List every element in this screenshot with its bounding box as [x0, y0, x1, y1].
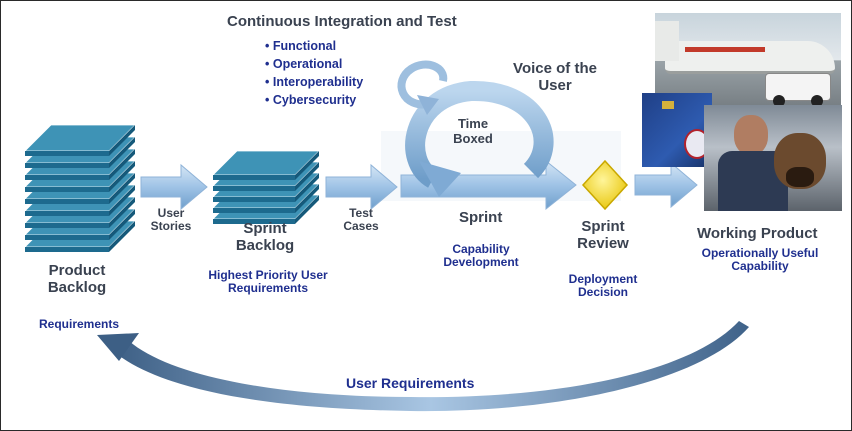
backlog-slab-edge [213, 219, 295, 224]
backlog-slab-side [109, 125, 135, 156]
ci-item: Operational [265, 55, 363, 73]
backlog-slab-edge [213, 197, 295, 202]
time-boxed-loop [405, 80, 554, 188]
security-officer-photo [642, 93, 712, 167]
backlog-slab-side [109, 137, 135, 168]
backlog-slab-side [109, 173, 135, 204]
voice-of-user-label: Voice of the User [513, 60, 597, 94]
dog-snout [786, 167, 814, 187]
sprint-arrow [400, 159, 577, 211]
backlog-slab-edge [213, 208, 295, 213]
backlog-slab-edge [25, 235, 109, 240]
shoulder-badge [662, 101, 674, 109]
sprint-backlog-stack [212, 150, 320, 224]
ci-loop [397, 60, 448, 109]
backlog-slab-side [295, 162, 319, 191]
dog-handler-photo [704, 105, 842, 211]
aircraft-tail [655, 21, 679, 61]
test-cases-label: Test Cases [343, 206, 379, 234]
backlog-slab-edge [25, 175, 109, 180]
backlog-slab-side [109, 221, 135, 252]
sprint-review-diamond [581, 159, 629, 211]
feedback-arrow-head [97, 333, 139, 361]
ci-list: Functional Operational Interoperability … [265, 37, 363, 109]
backlog-slab-edge [25, 247, 109, 252]
backlog-slab-edge [25, 163, 109, 168]
product-backlog-label: Product Backlog [47, 262, 107, 296]
working-product-label: Working Product [697, 225, 818, 242]
backlog-slab-edge [25, 187, 109, 192]
sprint-label: Sprint [459, 209, 503, 226]
review-to-product-arrow [634, 161, 698, 209]
ci-item: Interoperability [265, 73, 363, 91]
backlog-slab-side [295, 184, 319, 213]
ci-title: Continuous Integration and Test [227, 13, 457, 30]
requirements-label: Requirements [39, 317, 120, 331]
backlog-slab-edge [25, 199, 109, 204]
highest-priority-label: Highest Priority User Requirements [208, 268, 328, 296]
capability-development-label: Capability Development [443, 242, 519, 270]
backlog-slab-side [295, 151, 319, 180]
aircraft-stripe [685, 47, 765, 52]
user-stories-label: User Stories [150, 206, 192, 234]
handler-head [734, 115, 768, 155]
time-boxed-label: Time Boxed [453, 116, 493, 146]
backlog-slab-side [295, 173, 319, 202]
backlog-slab-side [295, 195, 319, 224]
ci-item: Functional [265, 37, 363, 55]
aircraft-body [665, 41, 835, 74]
backlog-slab-side [109, 197, 135, 228]
time-boxed-loop-head [419, 161, 461, 197]
backlog-slab-side [109, 185, 135, 216]
backlog-slab-edge [213, 175, 295, 180]
wheel [811, 95, 823, 107]
ci-item: Cybersecurity [265, 91, 363, 109]
backlog-slab-edge [25, 211, 109, 216]
wheel [773, 95, 785, 107]
backlog-slab-edge [25, 223, 109, 228]
backlog-slab-edge [25, 151, 109, 156]
sprint-review-label: Sprint Review [577, 218, 629, 252]
sprint-backlog-label: Sprint Backlog [235, 220, 295, 254]
product-backlog-stack [24, 124, 136, 252]
operationally-useful-label: Operationally Useful Capability [701, 246, 819, 274]
ci-loop-head [417, 95, 439, 115]
backlog-slab-side [109, 149, 135, 180]
backlog-slab-edge [213, 186, 295, 191]
feedback-arrow [113, 321, 749, 412]
user-requirements-feedback-label: User Requirements [346, 375, 475, 391]
user-stories-arrow [140, 163, 208, 211]
backlog-slab-side [109, 161, 135, 192]
deployment-decision-label: Deployment Decision [568, 272, 638, 300]
backlog-slab-side [109, 209, 135, 240]
test-cases-arrow [325, 163, 398, 211]
